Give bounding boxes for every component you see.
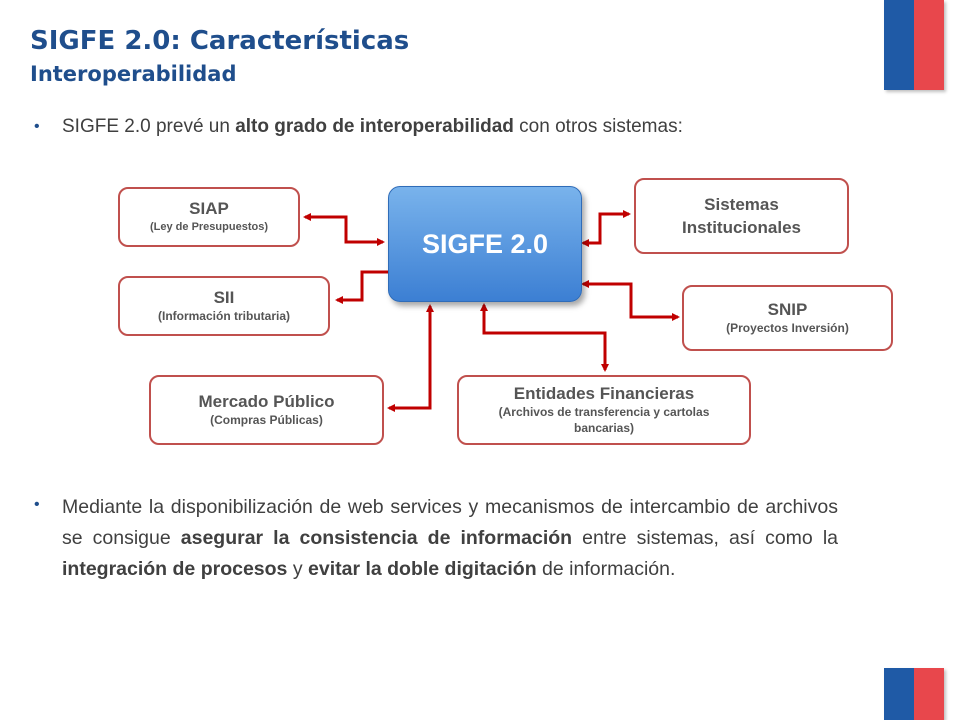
arrow-sii (335, 270, 390, 304)
node-sii: SII (Información tributaria) (118, 276, 330, 336)
slide-subtitle: Interoperabilidad (30, 62, 237, 86)
bullet-icon: • (34, 496, 40, 513)
bullet-icon: • (34, 118, 40, 135)
node-entidades-name: Entidades Financieras (513, 384, 695, 403)
node-sistemas-name: Sistemas Institucionales (681, 195, 802, 237)
node-entidades-financieras: Entidades Financieras (Archivos de trans… (457, 375, 751, 445)
node-entidades-sub: (Archivos de transferencia y cartolas ba… (498, 405, 710, 435)
chile-flag-bottom (884, 668, 944, 720)
node-mercado-sub: (Compras Públicas) (210, 413, 323, 427)
node-sii-name: SII (213, 288, 235, 307)
node-siap: SIAP (Ley de Presupuestos) (118, 187, 300, 247)
node-siap-name: SIAP (189, 199, 229, 218)
node-siap-sub: (Ley de Presupuestos) (150, 221, 268, 233)
arrow-siap (303, 213, 385, 246)
bullet-interoperabilidad: SIGFE 2.0 prevé un alto grado de interop… (62, 116, 683, 137)
arrow-mercado (387, 304, 434, 412)
chile-flag-top (884, 0, 944, 90)
node-snip-sub: (Proyectos Inversión) (726, 321, 849, 335)
arrow-snip (581, 280, 680, 321)
bullet-web-services: Mediante la disponibilización de web ser… (62, 496, 838, 580)
node-snip-name: SNIP (767, 300, 808, 319)
slide-title: SIGFE 2.0: Características (30, 26, 410, 56)
arrow-entidades (480, 303, 609, 372)
node-sistemas-institucionales: Sistemas Institucionales (634, 178, 849, 254)
node-sii-sub: (Información tributaria) (157, 309, 290, 323)
node-mercado-publico: Mercado Público (Compras Públicas) (149, 375, 384, 445)
node-snip: SNIP (Proyectos Inversión) (682, 285, 893, 351)
arrow-sistemas (581, 210, 631, 247)
center-sigfe-node: SIGFE 2.0 (388, 186, 582, 302)
node-mercado-name: Mercado Público (198, 392, 335, 411)
